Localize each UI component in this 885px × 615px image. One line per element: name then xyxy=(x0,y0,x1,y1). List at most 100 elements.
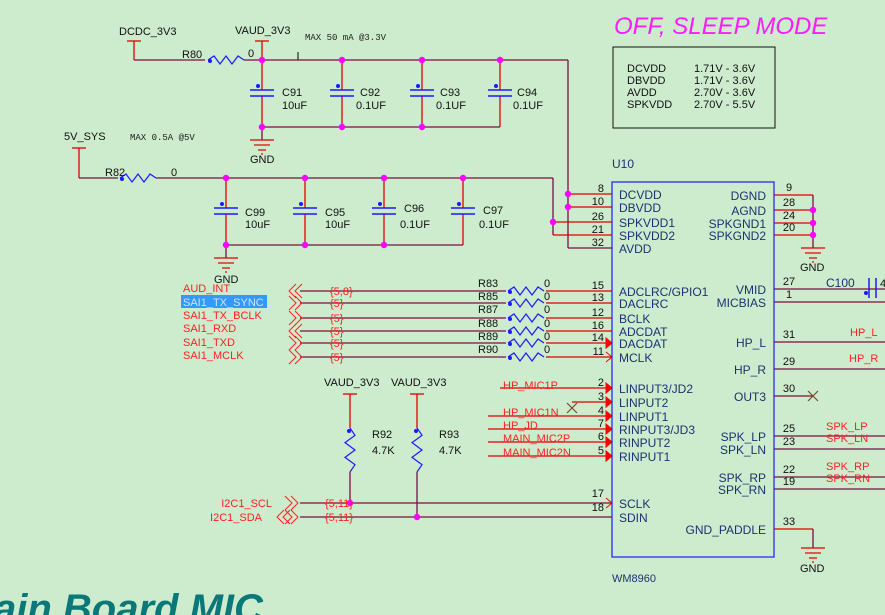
ic-ref: U10 xyxy=(612,157,634,171)
power-range: 2.70V - 3.6V xyxy=(694,87,756,99)
pin-number: 10 xyxy=(592,196,604,208)
pin-name: OUT3 xyxy=(734,390,766,404)
series-resistor-value: 0 xyxy=(544,318,550,330)
pin-number: 11 xyxy=(593,346,604,358)
junction-dot xyxy=(564,190,572,198)
junction-dot xyxy=(338,123,346,131)
pin-number: 8 xyxy=(598,183,604,195)
junction-dot xyxy=(301,241,309,249)
signal-labels: AUD_INT{5,8}SAI1_TX_SYNC{5}SAI1_TX_BCLK{… xyxy=(181,283,353,524)
sheet-ref: {5} xyxy=(330,298,344,310)
capacitor-polarity-dot xyxy=(494,84,498,88)
pin-number: 17 xyxy=(592,488,604,500)
capacitor-polarity-dot xyxy=(336,84,340,88)
power-rail: DCVDD xyxy=(627,63,666,75)
pin-number: 24 xyxy=(783,210,795,222)
junction-dot xyxy=(346,499,354,507)
cap-ref: C99 xyxy=(245,207,265,219)
capacitor-polarity-dot xyxy=(416,84,420,88)
pin-number: 7 xyxy=(598,418,604,430)
off-sheet-connector-icon xyxy=(288,310,303,326)
pin-number: 14 xyxy=(592,332,604,344)
pin-name: SDIN xyxy=(619,511,648,525)
pin-number: 9 xyxy=(786,182,792,194)
resistor-pin1-dot xyxy=(508,330,512,334)
r92-value: 4.7K xyxy=(372,445,395,457)
sheet-ref: {5,11} xyxy=(325,498,353,510)
pin-name: DACLRC xyxy=(619,297,669,311)
series-resistor-value: 0 xyxy=(544,344,550,356)
junction-dot xyxy=(564,203,572,211)
pin-name: BCLK xyxy=(619,312,650,326)
capacitor-polarity-dot xyxy=(220,202,224,206)
resistor-icon xyxy=(507,298,545,308)
resistor-icon xyxy=(507,286,545,296)
net-5v-sys: 5V_SYS xyxy=(64,131,106,143)
pin-name: SPK_LN xyxy=(720,443,766,457)
sheet-ref: {5,11} xyxy=(325,512,353,524)
cap-ref: C93 xyxy=(440,87,460,99)
resistor-icon xyxy=(507,326,545,336)
cap-ref: C92 xyxy=(360,87,380,99)
gnd-label: GND xyxy=(800,262,825,274)
pin-number: 16 xyxy=(592,320,604,332)
pin-number: 15 xyxy=(592,280,604,292)
ic-part: WM8960 xyxy=(612,573,656,585)
pin-name: DBVDD xyxy=(619,201,661,215)
pin-name: HP_L xyxy=(736,336,766,350)
pin-number: 30 xyxy=(783,383,795,395)
junction-dot xyxy=(809,206,817,214)
junction-dot xyxy=(301,174,309,182)
off-sheet-connector-icon xyxy=(288,335,303,351)
pin-arrow-icon xyxy=(605,409,613,423)
pin-name: RINPUT1 xyxy=(619,450,671,464)
pin-name: AGND xyxy=(731,204,766,218)
capacitor-polarity-dot xyxy=(299,202,303,206)
resistor-pin1-dot xyxy=(508,356,512,360)
signal-name: SAI1_MCLK xyxy=(183,350,244,362)
cap-ref: C94 xyxy=(517,87,537,99)
resistor-icon xyxy=(207,55,245,65)
pin-name: RINPUT3/JD3 xyxy=(619,423,695,437)
pin-name: SPK_LP xyxy=(721,430,766,444)
r93-value: 4.7K xyxy=(439,445,462,457)
junction-dot xyxy=(258,123,266,131)
pin-name: MICBIAS xyxy=(717,296,766,310)
sheet-title: ain Board MIC xyxy=(0,587,264,615)
signal-name: SAI1_TX_BCLK xyxy=(183,310,263,322)
resistor-icon xyxy=(119,173,157,183)
pin-name: LINPUT1 xyxy=(619,410,669,424)
net-hp-r: HP_R xyxy=(849,353,878,365)
pin-arrow-icon xyxy=(605,435,613,449)
off-sheet-connector-icon xyxy=(288,295,303,311)
sheet-ref: {5} xyxy=(330,352,344,364)
ic-u10-body[interactable] xyxy=(611,181,775,558)
cap-ref: C91 xyxy=(282,87,302,99)
components xyxy=(72,40,877,563)
pin-arrow-icon xyxy=(605,449,613,463)
pin-number: 1 xyxy=(786,289,792,301)
r82-value: 0 xyxy=(171,167,177,179)
pin-name: SPKVDD1 xyxy=(619,216,675,230)
signal-name: SAI1_TXD xyxy=(183,337,235,349)
resistor-icon xyxy=(507,313,545,323)
gnd-label: GND xyxy=(250,154,275,166)
cap-value: 0.1UF xyxy=(436,100,466,112)
series-resistor-ref: R85 xyxy=(478,291,498,303)
signal-name: SAI1_TX_SYNC xyxy=(183,297,264,309)
pin-name: SCLK xyxy=(619,497,650,511)
cap-value: 0.1UF xyxy=(479,219,509,231)
cap-value: 0.1UF xyxy=(513,100,543,112)
mode-title: OFF, SLEEP MODE xyxy=(614,13,828,40)
resistor-icon xyxy=(507,338,545,348)
pin-number: 28 xyxy=(783,197,795,209)
resistor-icon xyxy=(507,352,545,362)
pin-name: SPK_RN xyxy=(718,483,766,497)
net-main-mic2n: MAIN_MIC2N xyxy=(503,447,571,459)
pin-name: LINPUT3/JD2 xyxy=(619,382,693,396)
net-vaud-3v3: VAUD_3V3 xyxy=(324,377,379,389)
pin-name: ADCLRC/GPIO1 xyxy=(619,285,709,299)
pin-number: 13 xyxy=(592,292,604,304)
resistor-pin1-dot xyxy=(508,342,512,346)
